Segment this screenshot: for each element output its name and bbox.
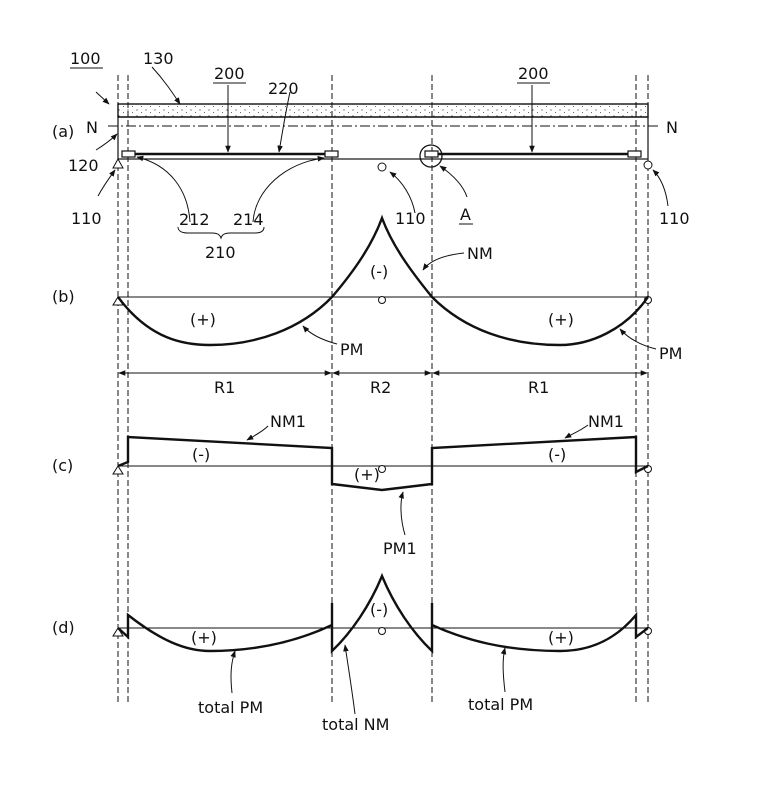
ref-200-left: 200 — [214, 64, 245, 83]
moment-curve-d — [117, 572, 649, 654]
panel-a: 100 130 200 220 200 (a) N N 120 110 212 … — [52, 49, 690, 262]
anchor-right-a — [424, 150, 439, 158]
support-mid-c — [378, 465, 386, 473]
roller-support-mid — [377, 162, 387, 172]
sign-neg-c-right: (-) — [548, 445, 566, 464]
panel-label-a: (a) — [52, 122, 74, 141]
support-left-c — [112, 465, 124, 475]
label-total-pm-right: total PM — [468, 695, 533, 714]
sign-pos-b-left: (+) — [190, 310, 216, 329]
sign-neg-b: (-) — [370, 262, 388, 281]
label-pm-left: PM — [340, 340, 363, 359]
sign-pos-c: (+) — [354, 465, 380, 484]
support-left-d — [112, 627, 124, 637]
ref-110-left: 110 — [71, 209, 102, 228]
support-mid-b — [378, 296, 386, 304]
sign-neg-d: (-) — [370, 600, 388, 619]
label-total-nm: total NM — [322, 715, 389, 734]
panel-label-b: (b) — [52, 287, 75, 306]
ref-120: 120 — [68, 156, 99, 175]
ref-110-mid: 110 — [395, 209, 426, 228]
label-nm1-right: NM1 — [588, 412, 624, 431]
ref-212: 212 — [179, 210, 210, 229]
panel-b: (b) (-) (+) (+) NM PM PM R1 R2 R1 — [52, 214, 682, 397]
ref-a: A — [460, 205, 471, 224]
sign-pos-d-left: (+) — [191, 628, 217, 647]
axis-n-left: N — [86, 118, 98, 137]
girder — [117, 116, 649, 160]
label-nm1-left: NM1 — [270, 412, 306, 431]
ref-220: 220 — [268, 79, 299, 98]
ref-110-right: 110 — [659, 209, 690, 228]
ref-214: 214 — [233, 210, 264, 229]
label-pm-right: PM — [659, 344, 682, 363]
moment-curve-b — [117, 214, 649, 347]
sign-pos-d-right: (+) — [548, 628, 574, 647]
panel-c: (c) NM1 NM1 (-) (-) (+) PM1 — [52, 412, 652, 558]
sign-pos-b-right: (+) — [548, 310, 574, 329]
span-r2: R2 — [370, 378, 391, 397]
moment-curve-c — [117, 435, 649, 492]
span-r1-right: R1 — [528, 378, 549, 397]
pin-support-left — [112, 157, 124, 169]
detail-a-circle — [419, 144, 443, 168]
label-nm: NM — [467, 244, 493, 263]
guide-lines — [117, 75, 649, 705]
roller-support-right — [643, 160, 653, 170]
panel-d: (d) (+) (-) (+) total PM total NM total … — [52, 572, 652, 734]
label-total-pm-left: total PM — [198, 698, 263, 717]
ref-210: 210 — [205, 243, 236, 262]
anchor-214 — [324, 150, 339, 158]
panel-label-c: (c) — [52, 456, 73, 475]
span-r1-left: R1 — [214, 378, 235, 397]
concrete-slab — [117, 103, 649, 118]
label-pm1: PM1 — [383, 539, 417, 558]
ref-100: 100 — [70, 49, 101, 68]
anchor-212 — [121, 150, 136, 158]
sign-neg-c-left: (-) — [192, 445, 210, 464]
panel-label-d: (d) — [52, 618, 75, 637]
ref-200-right: 200 — [518, 64, 549, 83]
ref-130: 130 — [143, 49, 174, 68]
axis-n-right: N — [666, 118, 678, 137]
anchor-right-b — [627, 150, 642, 158]
support-mid-d — [378, 627, 386, 635]
